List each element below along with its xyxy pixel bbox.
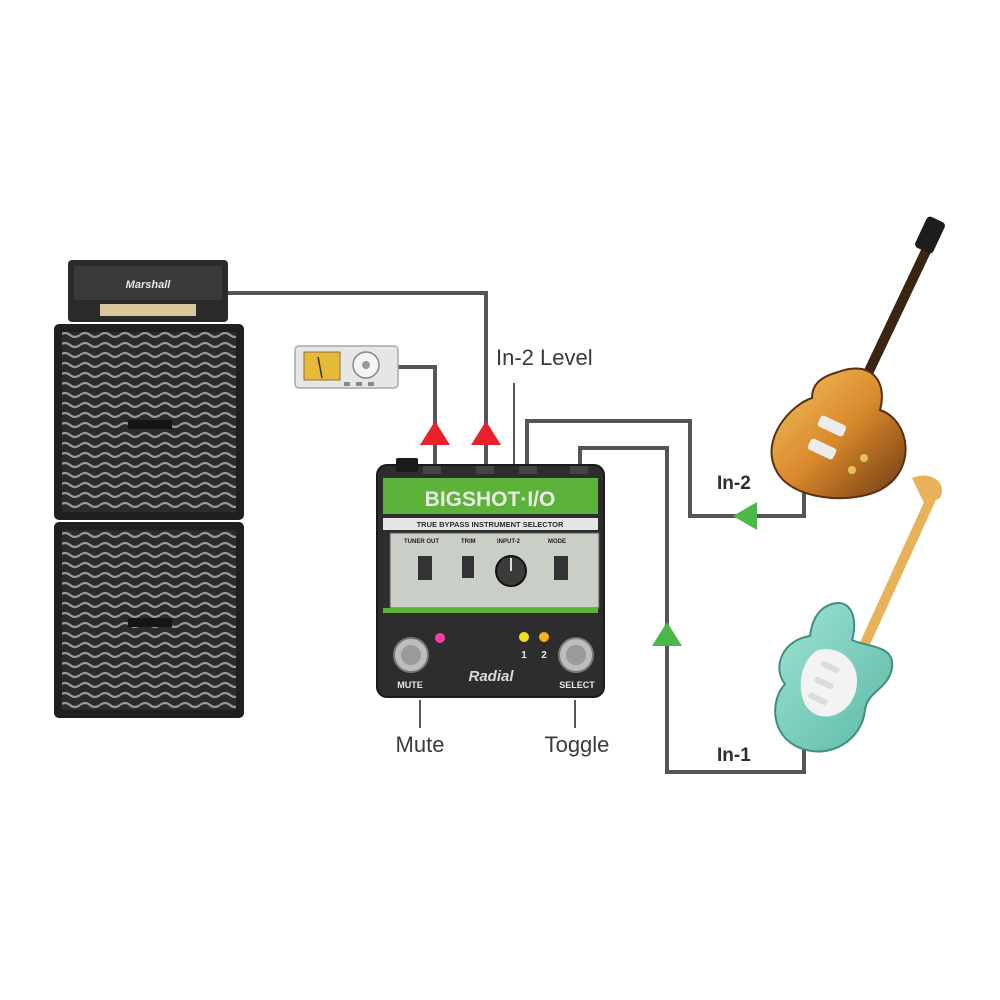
amp-brand-label: Marshall [126, 279, 172, 291]
cable-amp-to-pedal [228, 291, 488, 470]
pedal-subtitle: TRUE BYPASS INSTRUMENT SELECTOR [417, 520, 564, 529]
switch-input-2-label: INPUT-2 [497, 539, 521, 545]
led-2-label: 2 [541, 650, 547, 661]
stratocaster-guitar-icon [774, 475, 942, 753]
pedal-select-label: SELECT [559, 680, 595, 690]
channel-1-led [519, 632, 529, 642]
cable-in1-guitar [578, 446, 806, 774]
in-2-label: In-2 [717, 473, 751, 494]
channel-2-led [539, 632, 549, 642]
in-2-level-label: In-2 Level [496, 345, 593, 370]
trim-switch[interactable] [462, 556, 474, 578]
mute-led [435, 633, 445, 643]
cable-tuner-to-pedal [398, 365, 437, 470]
tuner-icon [294, 345, 399, 389]
tuner-out-jack [423, 466, 441, 474]
led-1-label: 1 [521, 650, 527, 661]
switch-tuner-out-label: TUNER OUT [404, 539, 439, 545]
pedal-brand-label: Radial [468, 668, 514, 685]
amp-icon: Marshall [54, 260, 244, 718]
cable-in2-guitar [525, 419, 806, 518]
switch-mode-label: MODE [548, 539, 566, 545]
signal-arrows [420, 421, 757, 646]
arrow-out-tuner [420, 421, 450, 445]
cables [228, 291, 806, 774]
mute-label: Mute [396, 732, 445, 757]
tuner-out-switch[interactable] [418, 556, 432, 580]
arrow-in-2 [733, 502, 757, 530]
amp-out-jack [476, 466, 494, 474]
amp-logo: Marshall [126, 279, 172, 291]
pedal-mute-label: MUTE [397, 680, 423, 690]
in-1-label: In-1 [717, 745, 751, 766]
arrow-out-amp [471, 421, 501, 445]
input-1-jack [570, 466, 588, 474]
switch-trim-label: TRIM [461, 539, 476, 545]
power-jack [396, 458, 418, 472]
input-2-jack [519, 466, 537, 474]
mode-switch[interactable] [554, 556, 568, 580]
toggle-label: Toggle [545, 732, 610, 757]
bigshot-io-pedal: BIGSHOT·I/O TRUE BYPASS INSTRUMENT SELEC… [376, 458, 605, 698]
arrow-in-1 [652, 622, 682, 646]
pedal-model-label: BIGSHOT·I/O [425, 488, 556, 511]
les-paul-guitar-icon [770, 216, 945, 500]
radial-logo: Radial [468, 668, 514, 685]
